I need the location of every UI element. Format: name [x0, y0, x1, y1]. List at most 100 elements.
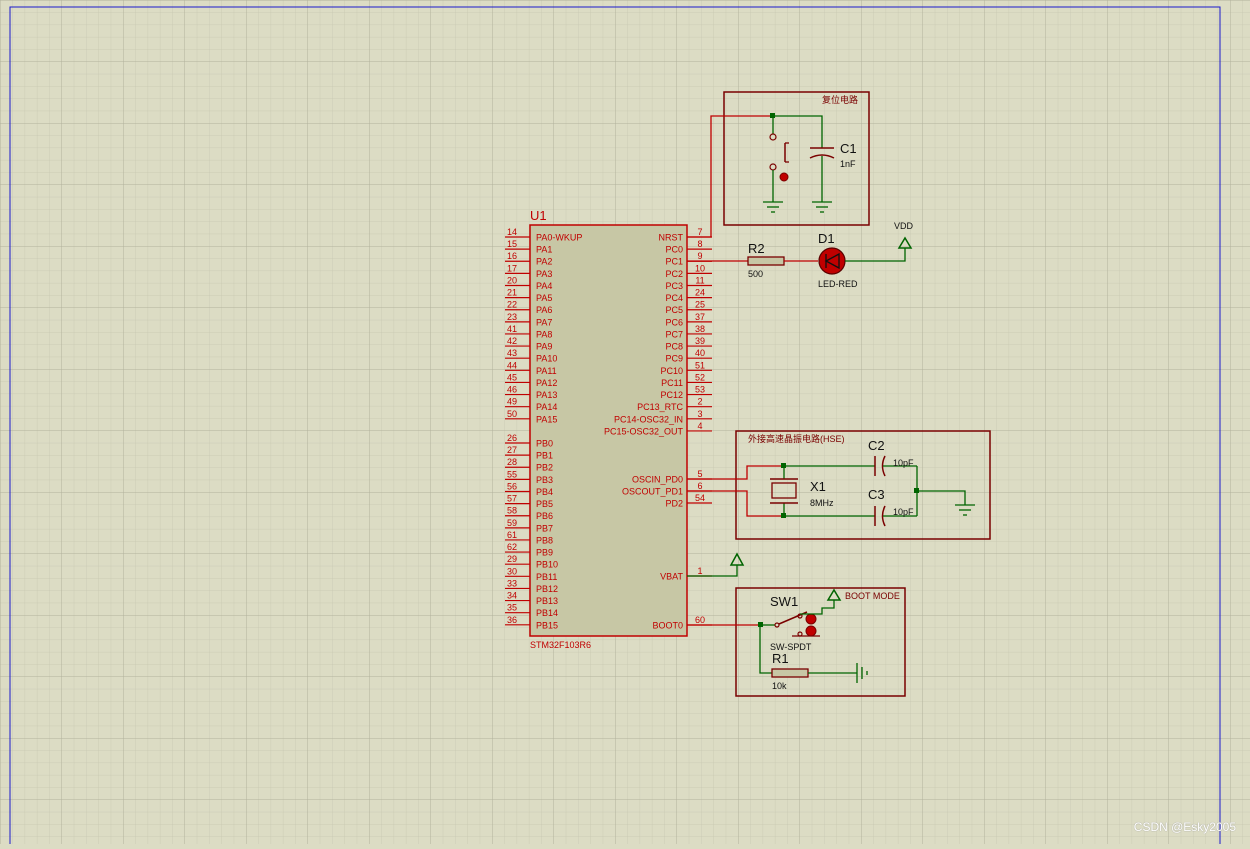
pin-name: PA14: [536, 402, 557, 412]
pin-name: PB10: [536, 560, 558, 570]
power-arrow-icon: [826, 588, 842, 601]
chip-body[interactable]: [529, 224, 688, 637]
pin-number: 16: [507, 251, 517, 261]
pin-number: 4: [697, 421, 702, 431]
pin-name: PA2: [536, 257, 552, 267]
pin-number: 30: [507, 566, 517, 576]
pin-name: PC7: [665, 329, 683, 339]
r2-body[interactable]: [747, 256, 785, 266]
pin-number: 5: [697, 469, 702, 479]
pin-number: 2: [697, 397, 702, 407]
pin-number: 50: [507, 409, 517, 419]
pin-number: 28: [507, 457, 517, 467]
pin-name: PC8: [665, 342, 683, 352]
vbat-power: [687, 552, 745, 577]
switch-knob-top[interactable]: [805, 613, 817, 625]
r1-body[interactable]: [771, 668, 809, 678]
pin-name: PA3: [536, 269, 552, 279]
pin-number: 51: [695, 360, 705, 370]
pin-name: PB9: [536, 548, 553, 558]
pin-name: PB6: [536, 511, 553, 521]
pin-number: 43: [507, 348, 517, 358]
pin-name: PA15: [536, 414, 557, 424]
chip-u1[interactable]: U1 STM32F103R6 14PA0-WKUP15PA116PA217PA3…: [505, 208, 712, 650]
pin-name: PB4: [536, 487, 553, 497]
oscin-wire: [687, 465, 784, 480]
x1-body[interactable]: [771, 482, 797, 499]
power-arrow-icon: [729, 552, 745, 566]
pin-name: PA9: [536, 342, 552, 352]
chip-left-pins: 14PA0-WKUP15PA116PA217PA320PA421PA522PA6…: [505, 227, 582, 630]
led-circuit[interactable]: R2 500 D1 LED-RED VDD: [687, 221, 914, 289]
button-indicator[interactable]: [779, 172, 789, 182]
pin-name: PB15: [536, 620, 558, 630]
pin-name: PA8: [536, 329, 552, 339]
pin-number: 40: [695, 348, 705, 358]
pin-number: 60: [695, 615, 705, 625]
d1-ref: D1: [818, 231, 835, 246]
reset-circuit[interactable]: 复位电路 C1 1nF: [687, 91, 870, 238]
pin-number: 17: [507, 263, 517, 273]
pin-name: OSCIN_PD0: [632, 475, 683, 485]
pin-name: PB3: [536, 475, 553, 485]
x1-ref: X1: [810, 479, 826, 494]
oscillator-circuit[interactable]: 外接高速晶振电路(HSE) X1 8MHz C2 10pF C3 10pF: [687, 430, 991, 540]
c3-ref: C3: [868, 487, 885, 502]
boot-circuit[interactable]: BOOT MODE SW1 SW-SPDT R1 10k: [687, 587, 906, 697]
pin-number: 35: [507, 603, 517, 613]
switch-knob-bottom[interactable]: [805, 625, 817, 637]
pin-number: 57: [507, 494, 517, 504]
led-icon[interactable]: [818, 247, 846, 275]
pin-number: 21: [507, 288, 517, 298]
